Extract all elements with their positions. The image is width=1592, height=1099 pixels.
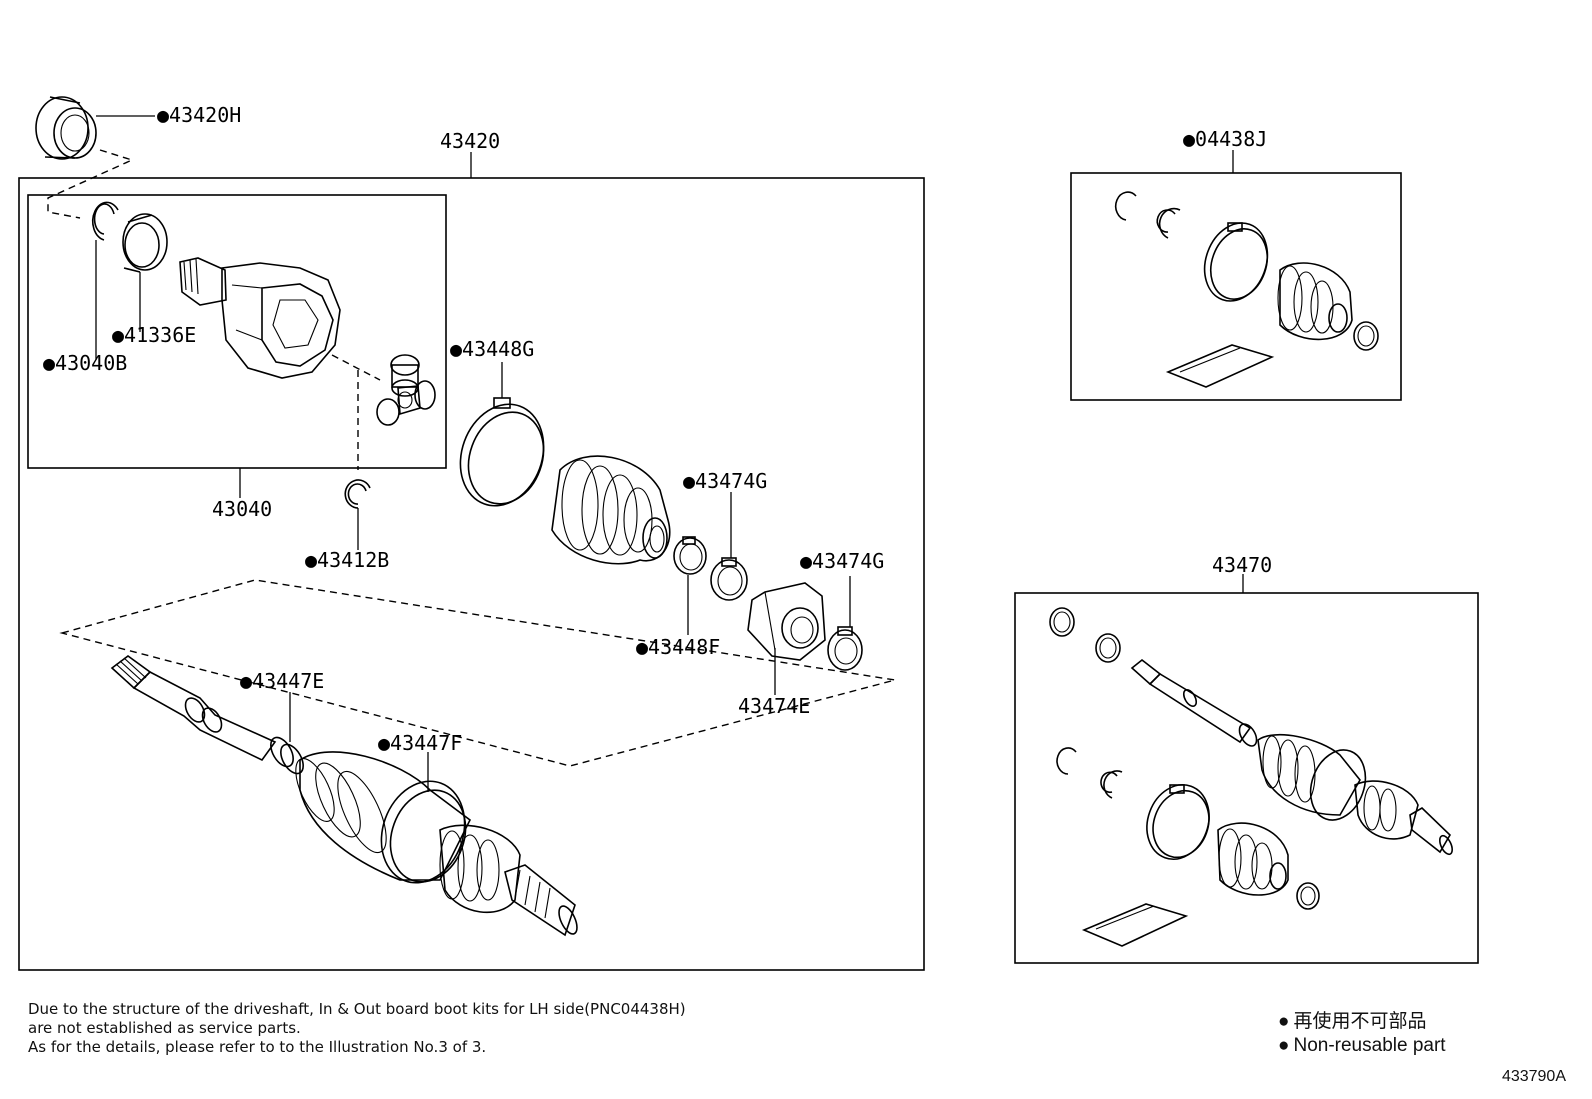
label-43420[interactable]: 43420 — [440, 129, 500, 153]
dashed-assembly-outline — [59, 579, 896, 767]
part-43420H-bearing[interactable] — [35, 96, 97, 160]
part-43470-driveshaft-assy[interactable] — [1049, 607, 1455, 947]
label-41336E[interactable]: ●41336E — [112, 323, 196, 347]
frame-43040 — [27, 194, 447, 469]
part-41336E-seal[interactable] — [122, 213, 168, 273]
label-43447E[interactable]: ●43447E — [240, 669, 324, 693]
note-line-3: As for the details, please refer to to t… — [28, 1038, 487, 1056]
part-43474G-clamp-1[interactable] — [710, 557, 748, 601]
label-43420H[interactable]: ●43420H — [157, 103, 241, 127]
label-43040B[interactable]: ●43040B — [43, 351, 127, 375]
label-43448G[interactable]: ●43448G — [450, 337, 534, 361]
frame-43470 — [1014, 592, 1479, 964]
service-note: Due to the structure of the driveshaft, … — [28, 1000, 686, 1057]
label-43474G-2[interactable]: ●43474G — [800, 549, 884, 573]
dashed-link-tripod — [331, 354, 381, 470]
legend-text-en: Non-reusable part — [1293, 1035, 1446, 1056]
label-43448F[interactable]: ●43448F — [636, 635, 720, 659]
legend-row-en: ●Non-reusable part — [1278, 1034, 1446, 1058]
label-43447F[interactable]: ●43447F — [378, 731, 462, 755]
note-line-2: are not established as service parts. — [28, 1019, 301, 1037]
label-43040[interactable]: 43040 — [212, 497, 272, 521]
part-43474E-damper[interactable] — [747, 582, 826, 661]
part-43448F-clamp[interactable] — [673, 536, 707, 575]
bullet-icon: ● — [1278, 1035, 1290, 1056]
legend-text-jp: 再使用不可部品 — [1293, 1011, 1427, 1032]
legend-row-jp: ●再使用不可部品 — [1278, 1010, 1446, 1034]
label-43412B[interactable]: ●43412B — [305, 548, 389, 572]
label-43474E[interactable]: 43474E — [738, 694, 810, 718]
part-43040B-snap-ring[interactable] — [92, 201, 119, 241]
note-line-1: Due to the structure of the driveshaft, … — [28, 1000, 686, 1018]
part-43474G-clamp-2[interactable] — [827, 626, 863, 671]
figure-id: 433790A — [1501, 1068, 1566, 1085]
dashed-link-43420H — [47, 149, 134, 219]
bullet-icon: ● — [1278, 1011, 1290, 1032]
part-inboard-boot[interactable] — [551, 455, 671, 565]
frame-43420 — [18, 177, 925, 971]
label-43474G-1[interactable]: ●43474G — [683, 469, 767, 493]
part-43412B-snap-ring[interactable] — [344, 479, 371, 509]
label-43470[interactable]: 43470 — [1212, 553, 1272, 577]
part-43448G-boot-band[interactable] — [447, 392, 558, 517]
legend: ●再使用不可部品 ●Non-reusable part — [1278, 1010, 1446, 1058]
part-driveshaft-main[interactable] — [110, 655, 581, 937]
label-04438J[interactable]: ●04438J — [1183, 127, 1267, 151]
part-04438J-boot-kit[interactable] — [1114, 191, 1379, 388]
frame-04438J — [1070, 172, 1402, 401]
part-tripod-joint[interactable] — [376, 354, 436, 426]
part-inboard-joint-housing[interactable] — [179, 257, 341, 379]
